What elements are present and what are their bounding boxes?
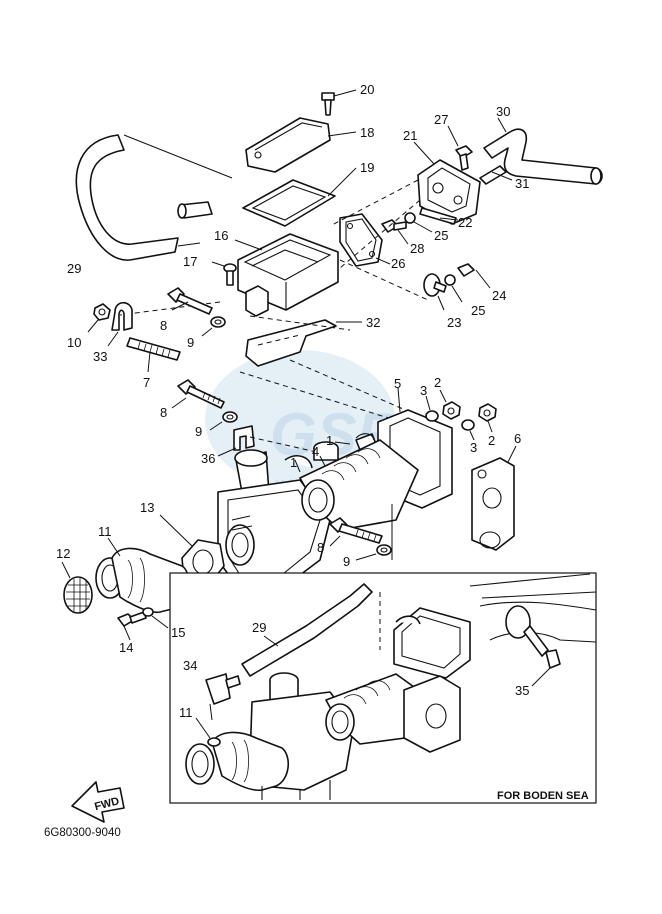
callout-11-top: 11 xyxy=(98,524,112,539)
callout-8-middle: 8 xyxy=(160,405,167,420)
bolt-8-lower xyxy=(329,517,383,547)
callout-25-upper: 25 xyxy=(434,228,448,243)
callout-9-middle: 9 xyxy=(195,424,202,439)
nut-2-lower xyxy=(478,403,497,433)
callout-6: 6 xyxy=(514,431,521,446)
nut-10 xyxy=(87,303,111,333)
pin-22 xyxy=(419,207,459,225)
fitting-34 xyxy=(205,673,241,721)
callout-15: 15 xyxy=(171,625,185,640)
callout-11-inset: 11 xyxy=(179,705,193,720)
callout-33: 33 xyxy=(93,349,107,364)
silencer-cover-18 xyxy=(245,117,357,173)
carburetor xyxy=(217,433,419,605)
callout-13: 13 xyxy=(140,500,154,515)
washer-9-middle xyxy=(209,411,238,431)
washer-9-lower xyxy=(355,544,392,561)
bracket-32 xyxy=(245,319,362,367)
callout-3-lower: 3 xyxy=(470,440,477,455)
gasket-19 xyxy=(242,167,357,227)
washer-15 xyxy=(142,607,169,629)
callout-29-inset: 29 xyxy=(252,620,266,635)
callout-26: 26 xyxy=(391,256,405,271)
callout-32: 32 xyxy=(366,315,380,330)
callout-24: 24 xyxy=(492,288,506,303)
screw-20 xyxy=(321,89,357,116)
callout-20: 20 xyxy=(360,82,374,97)
callout-9-top: 9 xyxy=(187,335,194,350)
hose-fitting xyxy=(177,201,213,219)
washer-25-upper xyxy=(404,212,433,233)
callout-10: 10 xyxy=(67,335,81,350)
callouts: 20 18 19 16 17 29 8 9 10 33 7 32 8 9 36 … xyxy=(56,82,529,720)
callout-22: 22 xyxy=(458,215,472,230)
plate-26 xyxy=(339,213,391,267)
callout-30: 30 xyxy=(496,104,510,119)
callout-18: 18 xyxy=(360,125,374,140)
callout-25-lower: 25 xyxy=(471,303,485,318)
bolt-8-upper xyxy=(167,287,213,315)
callout-36: 36 xyxy=(201,451,215,466)
inset-panel: FOR BODEN SEA xyxy=(169,572,597,804)
callout-5: 5 xyxy=(394,376,401,391)
callout-14: 14 xyxy=(119,640,133,655)
inset-caption: FOR BODEN SEA xyxy=(497,790,589,802)
callout-16: 16 xyxy=(214,228,228,243)
callout-3-upper: 3 xyxy=(420,383,427,398)
clip-36 xyxy=(217,425,255,457)
callout-8-lower: 8 xyxy=(317,540,324,555)
callout-1-upper: 1 xyxy=(326,433,333,448)
clamp-33 xyxy=(107,301,133,347)
callout-7: 7 xyxy=(143,375,150,390)
screw-14 xyxy=(117,611,147,641)
inset-carburetor xyxy=(185,672,461,800)
cap-35 xyxy=(531,649,561,687)
callout-17: 17 xyxy=(183,254,197,269)
pipe-31 xyxy=(479,165,513,185)
washer-25-lower xyxy=(444,274,463,303)
valve-23 xyxy=(423,273,447,311)
washer-3-upper xyxy=(425,395,439,422)
screw-28 xyxy=(381,219,409,245)
fwd-arrow: FWD xyxy=(71,781,125,823)
fitting-21 xyxy=(413,141,481,225)
diagram-code: 6G80300-9040 xyxy=(44,827,121,839)
callout-21: 21 xyxy=(403,128,417,143)
callout-19: 19 xyxy=(360,160,374,175)
callout-35: 35 xyxy=(515,683,529,698)
silencer-16 xyxy=(234,233,339,317)
callout-12: 12 xyxy=(56,546,70,561)
callout-34: 34 xyxy=(183,658,197,673)
washer-3-lower xyxy=(461,419,475,441)
washer-9-upper xyxy=(201,316,226,337)
choke-lever-4 xyxy=(313,441,339,467)
bolt-8-middle xyxy=(171,379,225,409)
stud-7 xyxy=(126,337,181,373)
nut-2-upper xyxy=(439,389,461,420)
callout-31: 31 xyxy=(515,176,529,191)
screw-24 xyxy=(457,263,491,289)
callout-8-top: 8 xyxy=(160,318,167,333)
callout-1-lower: 1 xyxy=(290,455,297,470)
pipe-30 xyxy=(483,117,603,185)
inset-hose-29 xyxy=(241,583,373,677)
callout-2-lower: 2 xyxy=(488,433,495,448)
callout-28: 28 xyxy=(410,241,424,256)
callout-27: 27 xyxy=(434,112,448,127)
screw-17 xyxy=(211,261,237,286)
gasket-6 xyxy=(471,445,517,551)
callout-4: 4 xyxy=(312,444,319,459)
callout-9-lower: 9 xyxy=(343,554,350,569)
screen-12 xyxy=(61,561,93,614)
callout-23: 23 xyxy=(447,315,461,330)
callout-2-upper: 2 xyxy=(434,375,441,390)
screw-27 xyxy=(447,125,473,171)
breather-hose-29 xyxy=(75,134,233,261)
callout-29-top: 29 xyxy=(67,261,81,276)
